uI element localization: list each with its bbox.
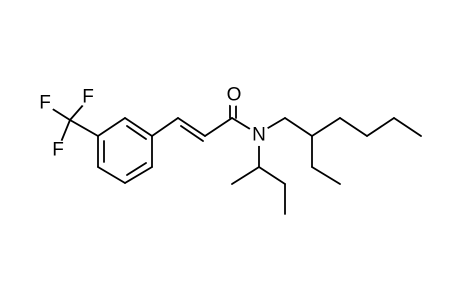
ring-bond xyxy=(97,117,126,137)
chain-bond xyxy=(284,117,313,137)
chain-bond xyxy=(393,117,422,137)
ring-to-vinyl-bond xyxy=(151,117,179,137)
c-f-bond xyxy=(69,103,85,121)
oxygen-label-bg xyxy=(223,84,245,106)
fluorine-1-atom-label: F xyxy=(39,93,51,114)
chain-bond xyxy=(366,117,395,137)
sec-butyl-methyl-bond xyxy=(231,166,260,185)
fluorine-2-atom-label: F xyxy=(82,87,94,108)
ring-inner-double-bond xyxy=(126,125,147,140)
vinyl-double-bond xyxy=(177,117,206,137)
nitrogen-atom-label: N xyxy=(252,125,266,146)
chain-bond xyxy=(339,117,368,137)
nitrogen-label-bg xyxy=(248,124,270,146)
vinyl-to-carbonyl-bond xyxy=(204,117,233,137)
ring-bond xyxy=(124,166,153,184)
fluorine-2-label-bg xyxy=(78,87,98,107)
n-ch2-bond xyxy=(267,117,286,129)
chain-bond xyxy=(311,117,341,137)
ring-to-cf3-bond xyxy=(69,119,99,137)
fluorine-3-atom-label: F xyxy=(52,140,64,161)
c-f-bond xyxy=(60,119,71,143)
ring-inner-double-bond xyxy=(126,162,147,176)
fluorine-1-label-bg xyxy=(35,93,55,113)
atom-label-layer: O N F F F xyxy=(35,84,270,161)
ring-bond xyxy=(124,117,153,137)
fluorine-3-label-bg xyxy=(48,140,68,160)
c-f-bond xyxy=(50,107,71,121)
ring-bond xyxy=(97,166,126,184)
vinyl-double-bond-inner xyxy=(180,125,204,142)
amide-c-n-bond xyxy=(231,117,251,130)
oxygen-atom-label: O xyxy=(227,85,242,106)
sec-butyl-bond xyxy=(258,166,286,185)
bond-layer xyxy=(50,103,422,215)
ethyl-bond xyxy=(311,166,341,185)
